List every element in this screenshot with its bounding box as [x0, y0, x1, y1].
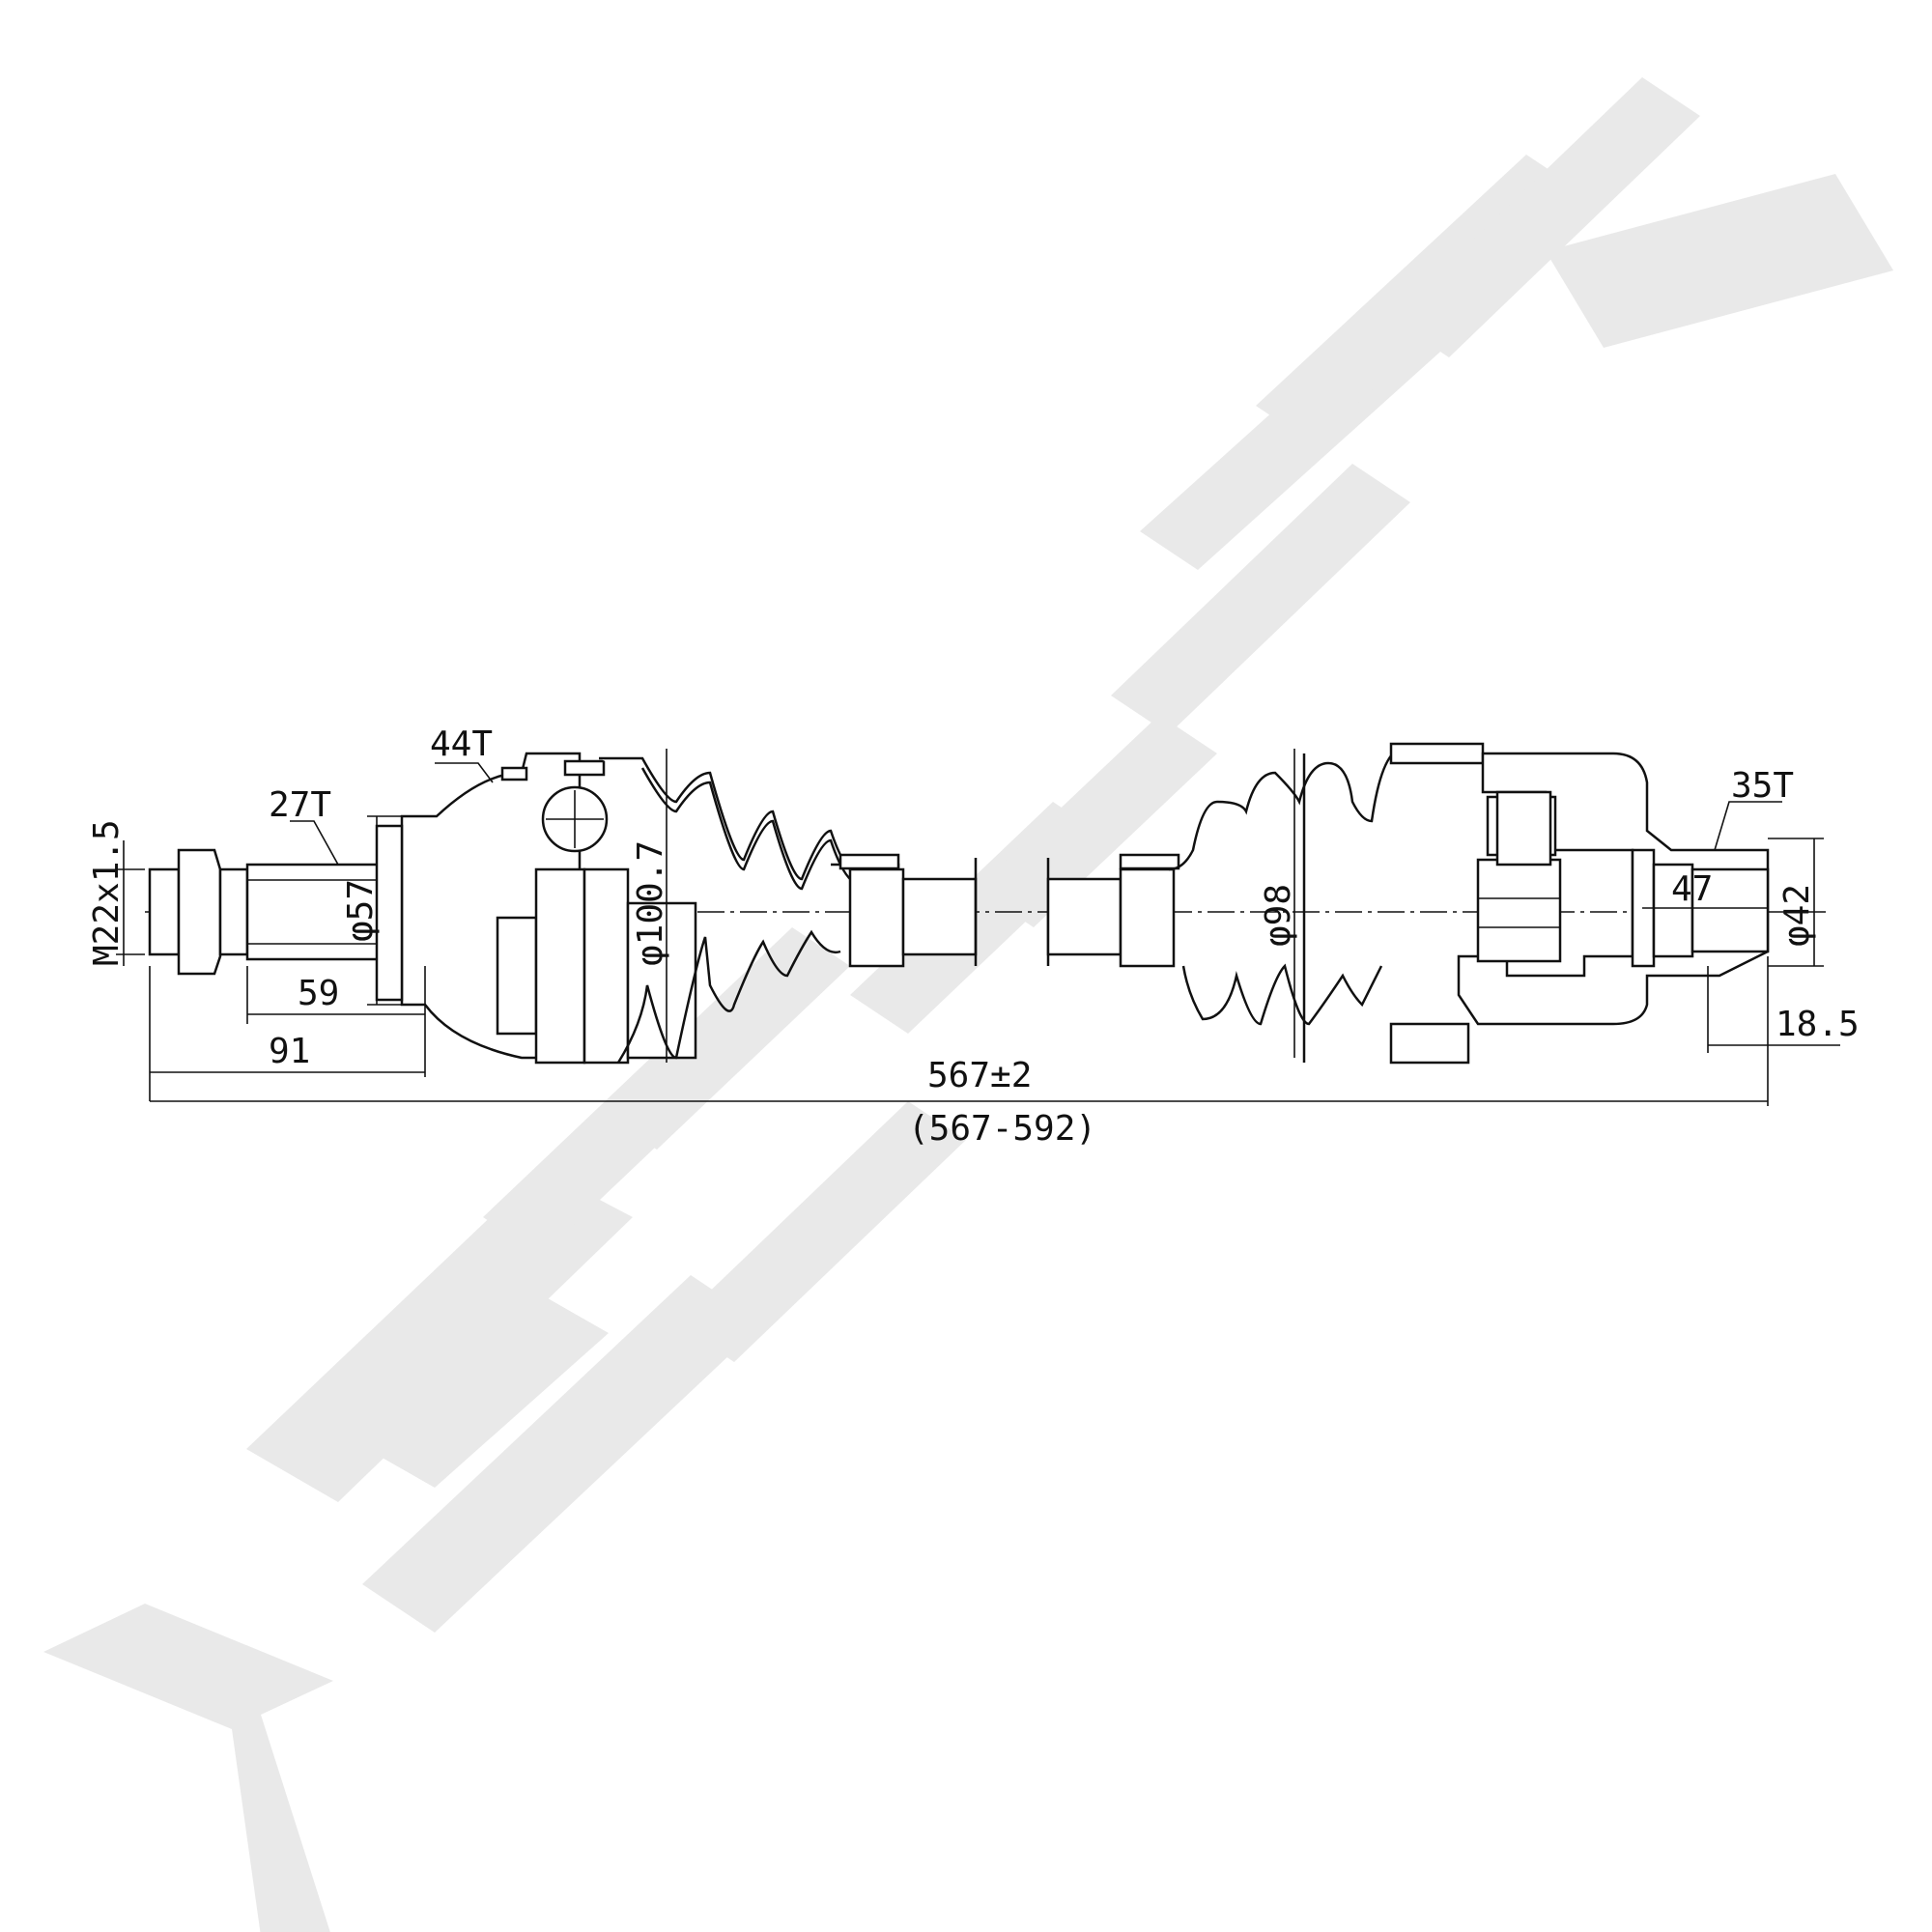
half-shaft [848, 858, 1176, 968]
thread-label: M22x1.5 [87, 819, 127, 966]
spline-teeth-label: 27T [269, 785, 331, 825]
outer-boot-dia-label: φ100.7 [631, 840, 670, 966]
outer-shaft-dia-label: φ57 [341, 879, 381, 942]
inner-spline-length-label: 47 [1671, 869, 1713, 909]
inner-spline-teeth-label: 35T [1731, 766, 1794, 806]
length-range-label: (567-592) [908, 1109, 1096, 1149]
total-length-label: 567±2 [927, 1056, 1032, 1095]
spline-length-label: 59 [298, 974, 339, 1013]
inner-tripod-joint [1302, 742, 1770, 1065]
watermark-logo [43, 77, 1893, 1932]
dimension-lines [116, 749, 1840, 1106]
outer-length-label: 91 [269, 1032, 310, 1071]
inner-boot-dia-label: φ98 [1259, 884, 1298, 947]
outer-cv-joint [148, 752, 697, 1065]
outer-boot [599, 756, 900, 1064]
abs-teeth-label: 44T [430, 724, 493, 764]
inner-shaft-dia-label: φ42 [1777, 884, 1817, 947]
inner-end-length-label: 18.5 [1776, 1005, 1860, 1044]
